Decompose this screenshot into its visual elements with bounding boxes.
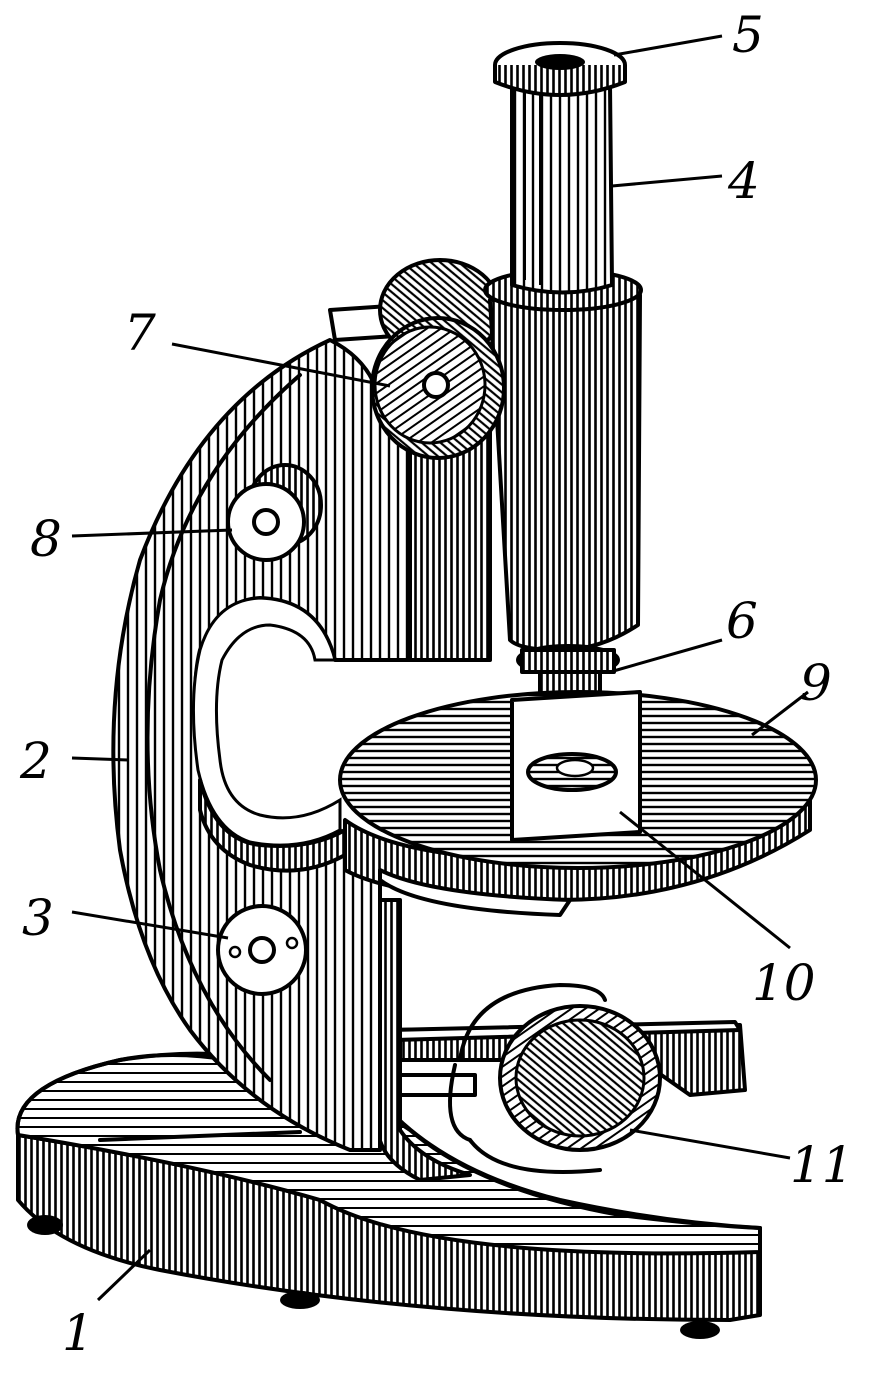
leader-10 [619, 810, 791, 950]
tube-assembly [483, 41, 643, 735]
callout-6: 6 [726, 592, 758, 650]
slide [510, 690, 642, 842]
callout-1: 1 [62, 1304, 94, 1362]
leader-5 [613, 34, 723, 57]
body-tube [510, 83, 614, 295]
stage [338, 690, 818, 917]
callout-labels: 1 2 3 4 5 6 7 8 9 10 11 [19, 6, 854, 1362]
arm-opening [191, 596, 342, 847]
callout-3: 3 [22, 889, 54, 947]
mirror [448, 983, 662, 1174]
leader-11 [629, 1128, 791, 1160]
pivot-screw [216, 904, 308, 996]
leader-1 [96, 1248, 152, 1302]
callout-7: 7 [124, 304, 156, 362]
leader-2 [71, 756, 129, 762]
leader-7 [171, 342, 391, 388]
pillar [376, 898, 472, 1182]
leader-8 [71, 528, 233, 538]
coarse-focus-knob [370, 316, 506, 460]
callout-10: 10 [752, 954, 816, 1012]
leader-6 [609, 638, 723, 674]
fine-focus-knob [226, 463, 323, 562]
tube-lower [488, 293, 642, 652]
leader-4 [611, 174, 723, 188]
eyepiece [493, 41, 627, 97]
callout-5: 5 [732, 6, 764, 64]
leader-lines [71, 34, 809, 1302]
callout-4: 4 [727, 152, 760, 210]
callout-11: 11 [790, 1136, 854, 1194]
leader-9 [751, 690, 809, 737]
base-foot [680, 1321, 720, 1339]
callout-2: 2 [19, 732, 52, 790]
callout-8: 8 [30, 510, 62, 568]
arm [111, 338, 422, 1152]
base-foot [27, 1215, 63, 1235]
leader-3 [71, 910, 229, 940]
base-foot [280, 1291, 320, 1309]
callout-9: 9 [800, 654, 832, 712]
